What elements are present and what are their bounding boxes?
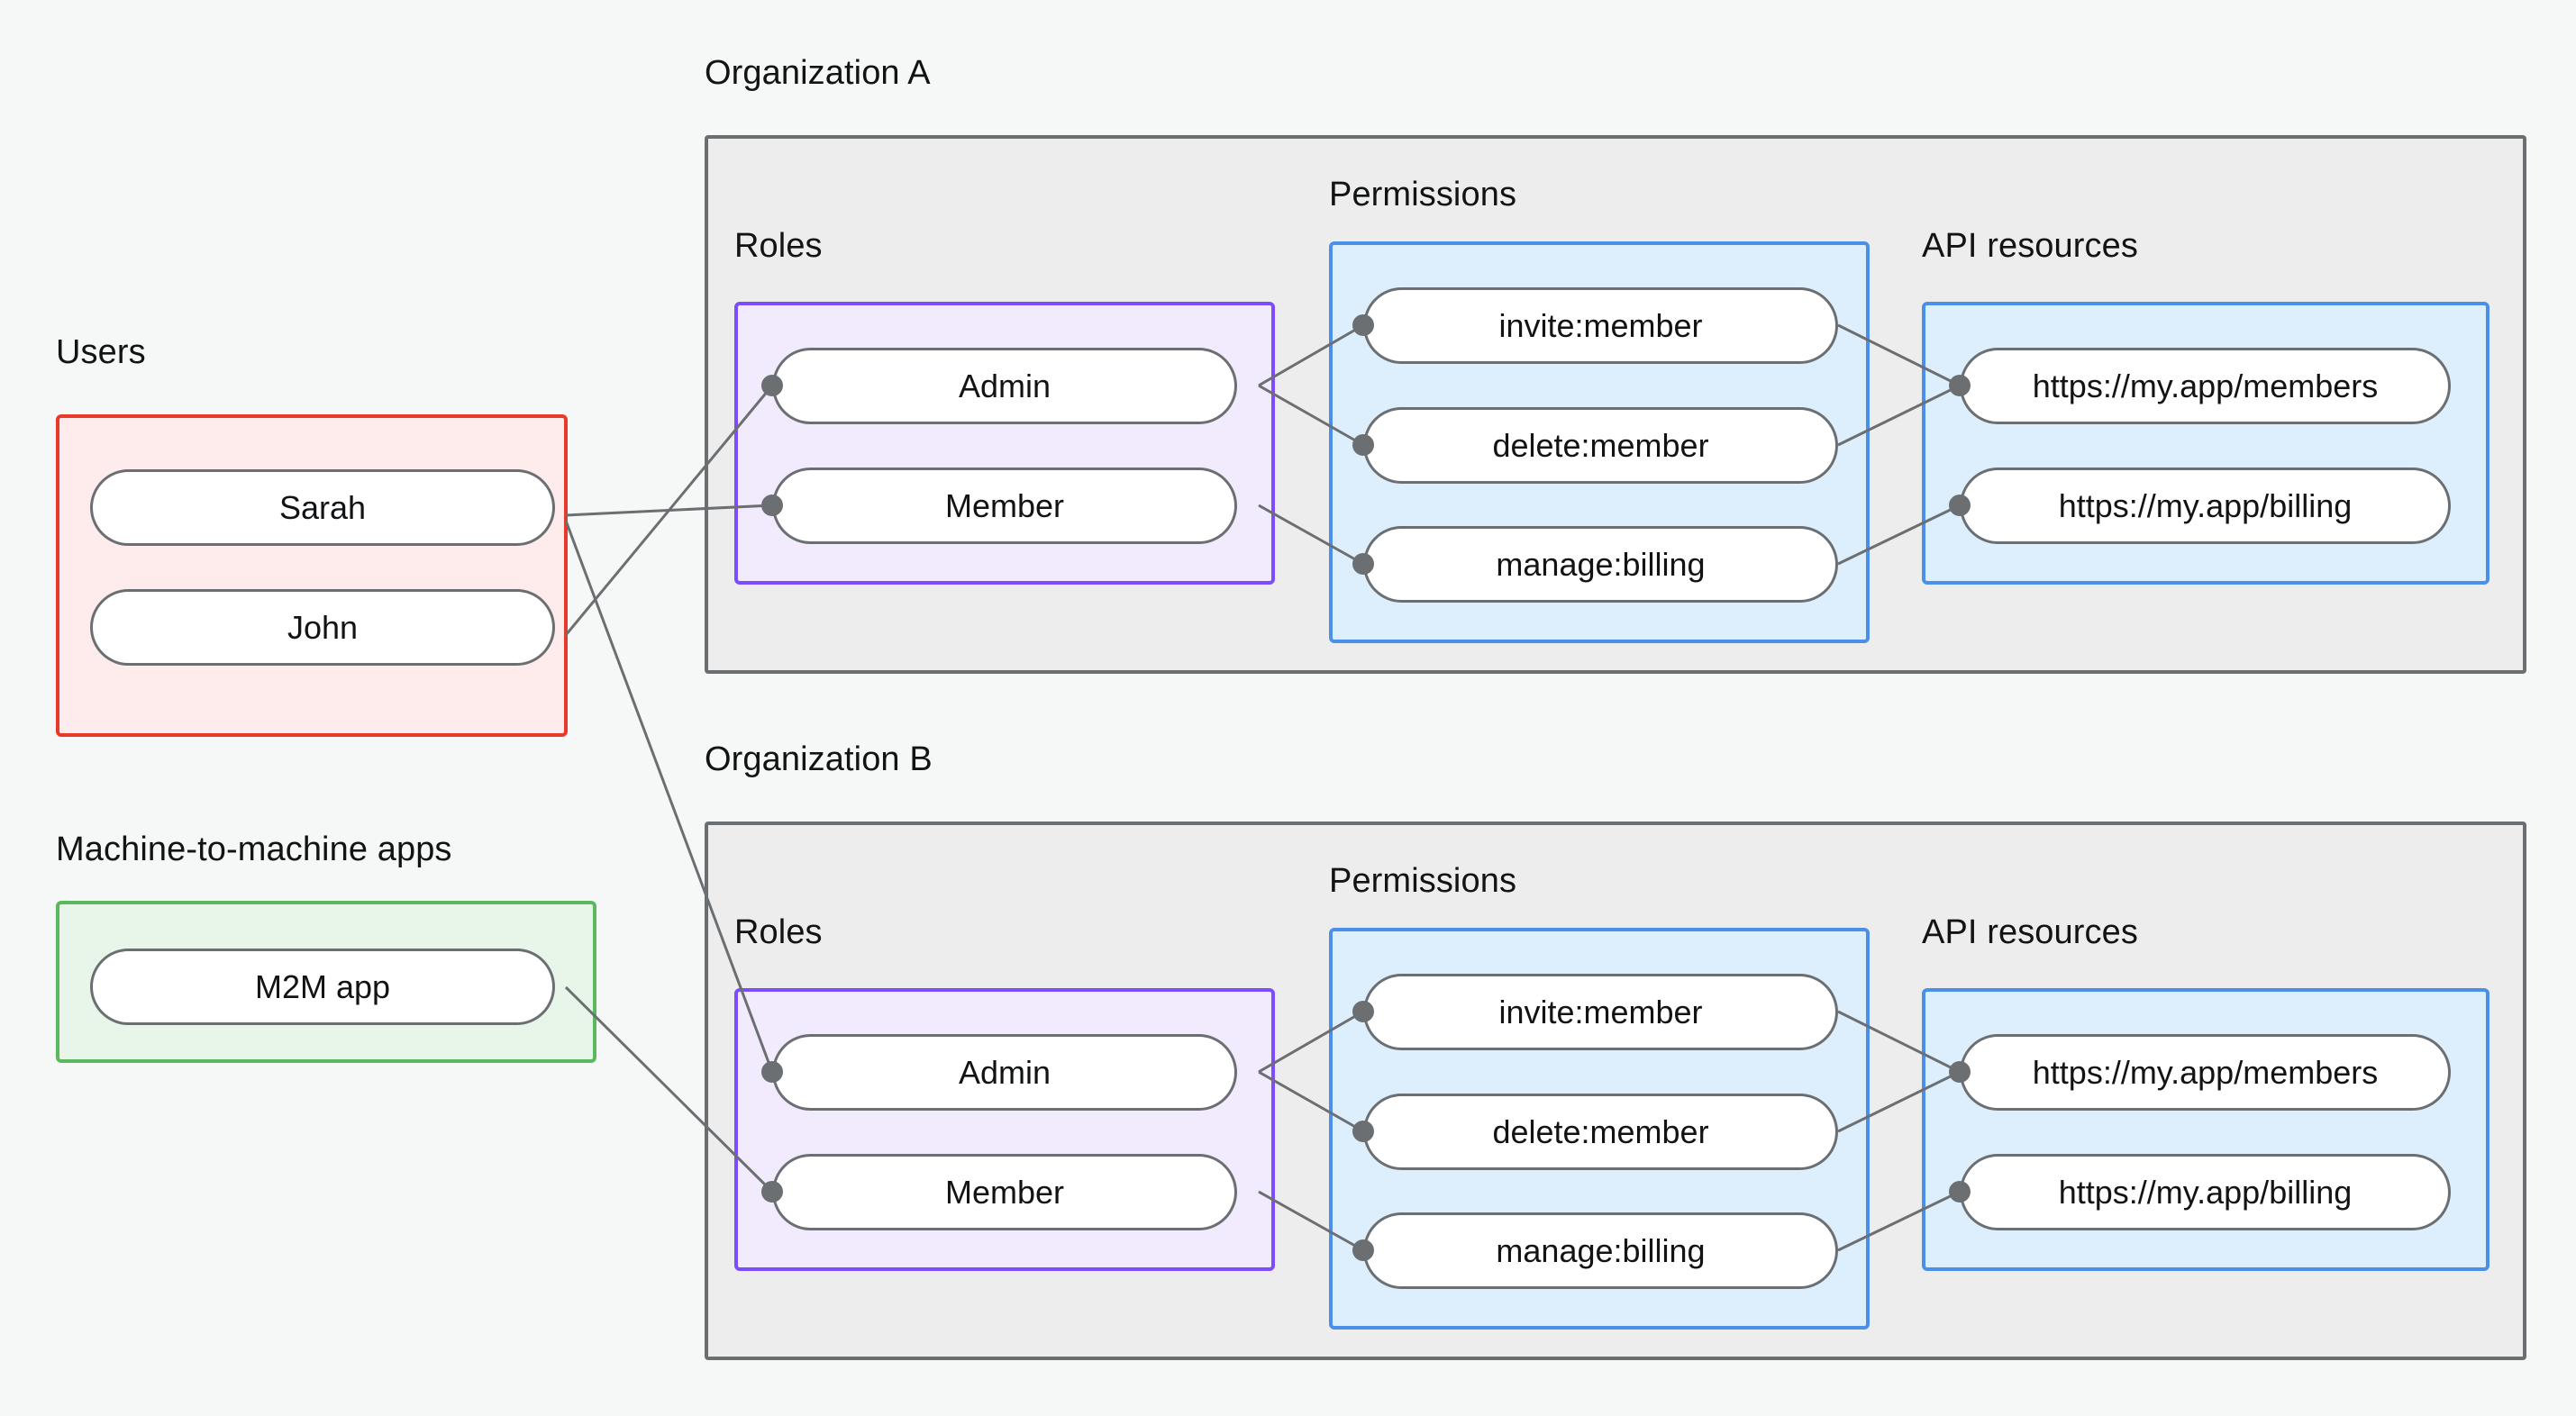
org-a-permission-pill-invite-member[interactable]: invite:member	[1363, 287, 1838, 364]
org-b-api-pill-members[interactable]: https://my.app/members	[1960, 1034, 2451, 1111]
org-a-label: Organization A	[705, 54, 931, 92]
m2m-group-label: Machine-to-machine apps	[56, 831, 452, 868]
org-b-role-pill-admin[interactable]: Admin	[772, 1034, 1237, 1111]
org-a-roles-label: Roles	[734, 227, 823, 265]
users-group-label: Users	[56, 333, 146, 371]
org-b-permissions-label: Permissions	[1329, 862, 1517, 900]
org-a-permissions-label: Permissions	[1329, 176, 1517, 213]
org-b-role-pill-member[interactable]: Member	[772, 1154, 1237, 1230]
org-b-roles-label: Roles	[734, 913, 823, 951]
org-b-permission-pill-manage-billing[interactable]: manage:billing	[1363, 1212, 1838, 1289]
org-a-permission-pill-manage-billing[interactable]: manage:billing	[1363, 526, 1838, 603]
org-a-role-pill-member[interactable]: Member	[772, 467, 1237, 544]
org-b-api-resources-label: API resources	[1922, 913, 2138, 951]
org-a-permission-pill-delete-member[interactable]: delete:member	[1363, 407, 1838, 484]
org-a-api-pill-billing[interactable]: https://my.app/billing	[1960, 467, 2451, 544]
org-b-permission-pill-invite-member[interactable]: invite:member	[1363, 974, 1838, 1050]
org-b-label: Organization B	[705, 740, 933, 778]
org-a-role-pill-admin[interactable]: Admin	[772, 348, 1237, 424]
m2m-pill-app[interactable]: M2M app	[90, 949, 555, 1025]
org-b-api-pill-billing[interactable]: https://my.app/billing	[1960, 1154, 2451, 1230]
org-a-api-resources-label: API resources	[1922, 227, 2138, 265]
user-pill-sarah[interactable]: Sarah	[90, 469, 555, 546]
org-b-permission-pill-delete-member[interactable]: delete:member	[1363, 1094, 1838, 1170]
users-container	[56, 414, 568, 737]
org-a-api-pill-members[interactable]: https://my.app/members	[1960, 348, 2451, 424]
user-pill-john[interactable]: John	[90, 589, 555, 666]
